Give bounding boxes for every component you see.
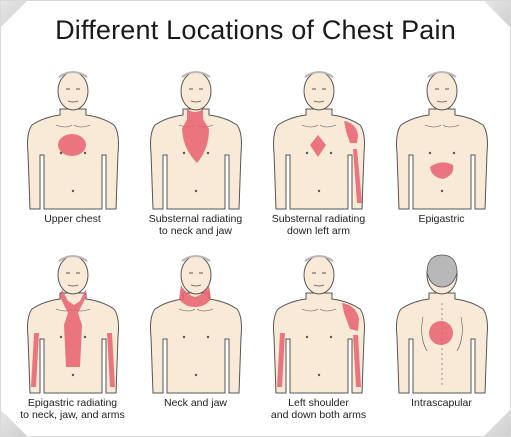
torso-outline — [272, 292, 365, 394]
head — [57, 71, 88, 111]
hair — [180, 71, 211, 78]
head — [426, 71, 457, 111]
mouth — [436, 100, 447, 103]
clavicle-line — [55, 124, 90, 128]
pain-area-epigastric-neck-jaw — [59, 289, 86, 367]
front-torso-illustration — [26, 71, 119, 210]
hair — [303, 71, 334, 78]
nipple — [206, 335, 209, 339]
front-torso-illustration — [149, 255, 242, 394]
front-torso-illustration — [395, 71, 488, 210]
panel-left-shoulder-both-arms: Left shoulder and down both arms — [257, 247, 380, 431]
mouth — [67, 284, 78, 287]
nipple — [59, 335, 62, 339]
navel — [317, 373, 320, 377]
panel-label: Substernal radiating to neck and jaw — [148, 213, 243, 237]
hair — [426, 71, 457, 78]
pain-area-right-arm — [276, 333, 285, 387]
figure-title: Different Locations of Chest Pain — [55, 15, 456, 45]
panel-substernal-left-arm: Substernal radiating down left arm — [257, 63, 380, 247]
nipple — [452, 151, 455, 155]
hair — [57, 255, 88, 262]
pain-area-left-shoulder-arm — [343, 121, 362, 203]
panel-label: Left shoulder and down both arms — [270, 397, 367, 421]
nipple — [305, 335, 308, 339]
front-torso-illustration — [26, 255, 119, 394]
mouth — [313, 100, 324, 103]
navel — [194, 373, 197, 377]
mouth — [190, 100, 201, 103]
navel — [71, 373, 74, 377]
mouth — [190, 284, 201, 287]
panel-label: Epigastric radiating to neck, jaw, and a… — [20, 397, 125, 421]
panel-label: Intrascapular — [411, 397, 472, 409]
torso-outline — [149, 292, 242, 394]
mouth — [313, 284, 324, 287]
hair — [180, 255, 211, 262]
pain-area-epigastric — [429, 162, 453, 179]
panel-upper-chest: Upper chest — [11, 63, 134, 247]
nipple — [305, 151, 308, 155]
navel — [317, 189, 320, 193]
pain-area-upper-chest — [57, 134, 86, 156]
nipple — [329, 335, 332, 339]
back-torso-illustration — [395, 254, 488, 394]
panel-label: Upper chest — [44, 213, 101, 225]
head — [303, 71, 334, 111]
front-torso-illustration — [272, 255, 365, 394]
hair — [426, 254, 457, 288]
front-torso-illustration — [149, 71, 242, 210]
pain-area-right-arm — [30, 333, 39, 387]
pain-area-left-arm — [352, 335, 361, 387]
nipple — [329, 151, 332, 155]
panel-epigastric-neck-jaw-arms: Epigastric radiating to neck, jaw, and a… — [11, 247, 134, 431]
clavicle-line — [424, 124, 459, 128]
clavicle-line — [301, 124, 336, 128]
pain-area-intrascapular — [428, 321, 453, 345]
panel-grid: Upper chest Substernal radiating to neck… — [11, 63, 503, 431]
nipple — [428, 151, 431, 155]
nipple — [83, 335, 86, 339]
torso-outline — [272, 108, 365, 210]
pain-area-substernal-neck-jaw — [181, 109, 209, 163]
panel-neck-jaw: Neck and jaw — [134, 247, 257, 431]
panel-epigastric: Epigastric — [380, 63, 503, 247]
panel-label: Epigastric — [418, 213, 465, 225]
panel-label: Neck and jaw — [163, 397, 228, 409]
scapula-line — [456, 316, 463, 352]
navel — [440, 189, 443, 193]
nipple — [59, 151, 62, 155]
nipple — [182, 151, 185, 155]
mouth — [67, 100, 78, 103]
navel — [194, 189, 197, 193]
panel-label: Substernal radiating down left arm — [271, 213, 366, 237]
head — [180, 71, 211, 111]
hair — [303, 255, 334, 262]
pain-area-substernal — [309, 135, 326, 157]
navel — [71, 189, 74, 193]
pain-area-neck-jaw — [178, 285, 211, 307]
nipple — [206, 151, 209, 155]
head — [303, 255, 334, 295]
nipple — [182, 335, 185, 339]
head — [180, 255, 211, 295]
torso-outline — [395, 108, 488, 210]
panel-substernal-neck-jaw: Substernal radiating to neck and jaw — [134, 63, 257, 247]
head — [57, 255, 88, 295]
scapula-line — [420, 316, 427, 352]
torso-outline — [26, 108, 119, 210]
panel-intrascapular: Intrascapular — [380, 247, 503, 431]
pain-area-left-shoulder — [341, 303, 359, 331]
pain-area-left-arm — [106, 333, 115, 387]
nipple — [83, 151, 86, 155]
clavicle-line — [178, 308, 213, 312]
front-torso-illustration — [272, 71, 365, 210]
hair — [57, 71, 88, 78]
clavicle-line — [301, 308, 336, 312]
